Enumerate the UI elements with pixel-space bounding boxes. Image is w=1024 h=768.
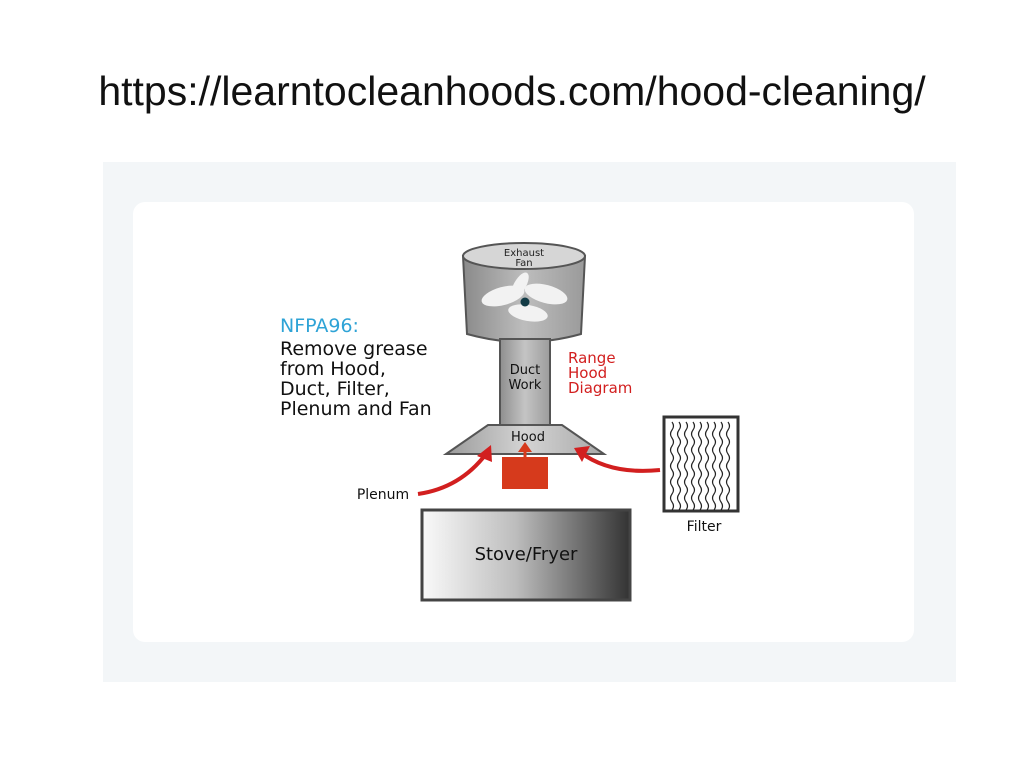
note-title: NFPA96: (280, 315, 359, 337)
exhaust-fan: Exhaust Fan (461, 242, 587, 343)
note-line-1: Remove grease (280, 338, 428, 360)
filter-arrow (574, 446, 661, 473)
exhaust-fan-label-1: Exhaust (504, 248, 544, 259)
stove-fryer: Stove/Fryer (420, 508, 632, 602)
diagram-title-line-2: Hood (568, 364, 607, 382)
note-line-2: from Hood, (280, 358, 386, 380)
note-line-3: Duct, Filter, (280, 378, 390, 400)
heat-source (502, 442, 548, 489)
duct-work: Duct Work (499, 338, 551, 426)
slide-title: https://learntocleanhoods.com/hood-clean… (98, 68, 926, 114)
filter-label: Filter (687, 519, 722, 535)
duct-label-2: Work (509, 378, 542, 393)
plenum-label: Plenum (357, 487, 409, 503)
fan-blades-icon (481, 272, 568, 322)
filter-mesh (669, 421, 731, 511)
plenum-arrow (417, 445, 492, 496)
filter: Filter (662, 415, 740, 535)
duct-label-1: Duct (510, 363, 541, 378)
stove-label: Stove/Fryer (475, 544, 578, 565)
hood-label: Hood (511, 430, 545, 445)
diagram-title-line-1: Range (568, 349, 616, 367)
note-line-4: Plenum and Fan (280, 398, 432, 420)
nfpa96-note: NFPA96: Remove grease from Hood, Duct, F… (280, 315, 432, 420)
diagram-title-line-3: Diagram (568, 379, 632, 397)
diagram-title: Range Hood Diagram (568, 349, 632, 397)
exhaust-fan-label-2: Fan (515, 258, 532, 269)
hood: Hood (442, 424, 608, 455)
